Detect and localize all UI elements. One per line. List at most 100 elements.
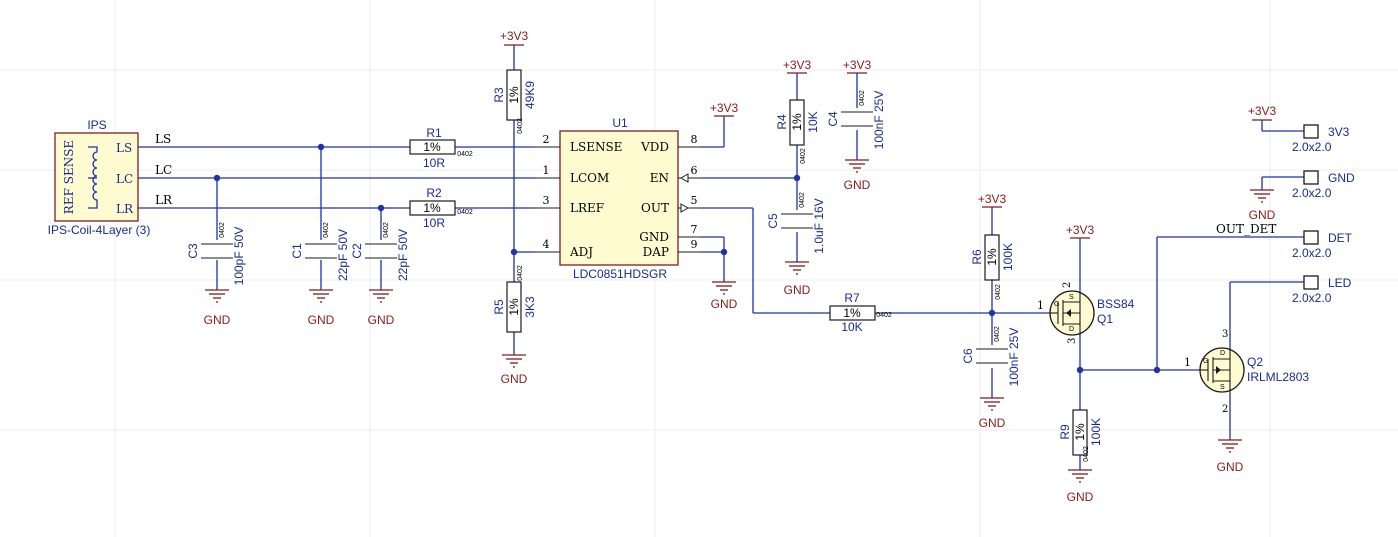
capacitor-c1[interactable]: C1 22pF 50V 0402: [290, 222, 350, 290]
resistor-r6[interactable]: 1% R6 100K 0402: [970, 234, 1015, 300]
mosfet-q1[interactable]: G S D 1 2 3 BSS84 Q1: [1037, 282, 1135, 344]
ground-label: GND: [501, 372, 528, 386]
power-port-3v3[interactable]: +3V3: [978, 192, 1007, 208]
r9-pkg: 0402: [1083, 446, 1090, 462]
c2-value: 22pF 50V: [396, 229, 410, 281]
mosfet-q2[interactable]: G D S 1 3 2 Q2 IRLML2803: [1184, 329, 1309, 415]
capacitor-c3[interactable]: C3 100pF 50V 0402: [186, 222, 246, 290]
ground-label: GND: [979, 416, 1006, 430]
r7-value: 10K: [841, 320, 862, 334]
ground-label: GND: [1067, 490, 1094, 504]
resistor-r4[interactable]: 1% R4 10K 0402: [775, 99, 820, 164]
c5-value: 1.0uF 16V: [812, 198, 826, 253]
ground-port[interactable]: GND: [711, 281, 738, 311]
c5-pkg: 0402: [799, 192, 806, 208]
u1-pin-out: OUT: [641, 201, 669, 215]
r6-ref: R6: [970, 249, 984, 265]
r7-ref: R7: [844, 291, 860, 305]
resistor-r9[interactable]: 1% R9 100K 0402: [1058, 409, 1103, 462]
power-port-3v3[interactable]: +3V3: [843, 58, 872, 74]
resistor-r7[interactable]: 1% R7 10K 0402: [829, 291, 892, 334]
r3-ref: R3: [492, 87, 506, 103]
c6-value: 100nF 25V: [1007, 328, 1021, 387]
test-pad-led[interactable]: LED 2.0x2.0: [1292, 275, 1352, 305]
ground-port[interactable]: GND: [501, 354, 528, 386]
u1-pin-num: 4: [543, 238, 550, 251]
pad-name: 3V3: [1328, 125, 1350, 139]
resistor-r2[interactable]: 1% R2 10R 0402: [409, 186, 473, 230]
c4-pkg: 0402: [859, 90, 866, 106]
r1-value: 10R: [423, 156, 445, 170]
test-pad-det[interactable]: DET 2.0x2.0: [1292, 230, 1353, 260]
capacitor-c6[interactable]: C6 100nF 25V 0402: [961, 326, 1021, 386]
power-port-3v3[interactable]: +3V3: [783, 58, 812, 74]
u1-pin-num: 6: [691, 164, 698, 177]
net-label-lr: LR: [155, 193, 173, 207]
ips-designator: IPS: [87, 118, 106, 132]
junction-dot: [377, 204, 385, 212]
net-wires: [138, 45, 1304, 470]
r5-pkg: 0402: [517, 265, 524, 281]
ground-label: GND: [368, 313, 395, 327]
power-port-3v3[interactable]: +3V3: [710, 101, 739, 117]
input-arrow-icon: [679, 173, 689, 183]
ground-label: GND: [1249, 208, 1276, 222]
u1-pin-dap: DAP: [643, 245, 669, 259]
ground-label: GND: [204, 313, 231, 327]
resistor-r1[interactable]: 1% R1 10R 0402: [409, 126, 473, 170]
u1-pin-en: EN: [650, 171, 669, 185]
q1-s-label: S: [1069, 294, 1074, 301]
ground-port[interactable]: GND: [1249, 189, 1276, 222]
power-label: +3V3: [710, 101, 739, 115]
power-port-3v3[interactable]: +3V3: [500, 29, 529, 46]
ground-port[interactable]: GND: [784, 261, 811, 297]
r2-tol: 1%: [423, 201, 441, 215]
ips-comment: IPS-Coil-4Layer (3): [48, 223, 151, 237]
resistor-r3[interactable]: 1% R3 49K9 0402: [492, 69, 537, 134]
q2-pin-num: 2: [1222, 404, 1228, 415]
u1-pin-num: 8: [691, 133, 698, 146]
r3-value: 49K9: [523, 81, 537, 109]
resistor-r5[interactable]: 1% R5 3K3 0402: [492, 265, 537, 333]
ground-port[interactable]: GND: [1067, 469, 1094, 504]
power-label: +3V3: [1066, 223, 1095, 237]
ground-port[interactable]: GND: [368, 289, 395, 327]
r7-pkg: 0402: [876, 312, 892, 319]
ground-port[interactable]: GND: [979, 397, 1006, 430]
test-pad-3v3[interactable]: 3V3 2.0x2.0: [1292, 124, 1350, 154]
u1-pin-lcom: LCOM: [570, 171, 609, 185]
ips-coil-component[interactable]: IPS IPS-Coil-4Layer (3) REF SENSE LS LC …: [48, 118, 173, 237]
test-pad-gnd[interactable]: GND 2.0x2.0: [1292, 170, 1355, 200]
r6-tol: 1%: [985, 248, 999, 266]
junction-dot: [1076, 366, 1084, 374]
c3-value: 100pF 50V: [232, 227, 246, 286]
r6-value: 100K: [1001, 243, 1015, 271]
c3-ref: C3: [186, 243, 200, 259]
u1-pin-vdd: VDD: [640, 140, 669, 154]
c2-ref: C2: [350, 243, 364, 259]
q1-g-label: G: [1054, 301, 1059, 308]
ground-port[interactable]: GND: [204, 289, 231, 327]
c5-ref: C5: [766, 213, 780, 229]
power-port-3v3[interactable]: +3V3: [1248, 104, 1277, 121]
u1-pin-num: 3: [543, 194, 550, 207]
power-port-3v3[interactable]: +3V3: [1066, 223, 1095, 239]
c1-pkg: 0402: [323, 222, 330, 238]
ground-port[interactable]: GND: [1217, 439, 1244, 474]
ground-port[interactable]: GND: [844, 159, 871, 192]
r5-value: 3K3: [523, 296, 537, 318]
capacitor-c5[interactable]: C5 1.0uF 16V 0402: [766, 192, 826, 254]
ground-label: GND: [844, 178, 871, 192]
u1-ldc0851[interactable]: U1 LDC0851HDSGR 2 1 3 4 LSENSE LCOM LREF…: [535, 116, 700, 281]
pad-name: DET: [1328, 231, 1353, 245]
capacitor-c2[interactable]: C2 22pF 50V 0402: [350, 222, 410, 290]
pad-name: GND: [1328, 171, 1355, 185]
q1-ref: Q1: [1097, 312, 1113, 326]
ground-port[interactable]: GND: [308, 289, 335, 327]
capacitor-c4[interactable]: C4 100nF 25V 0402: [826, 90, 886, 149]
power-label: +3V3: [500, 29, 529, 43]
r5-tol: 1%: [507, 298, 521, 316]
r7-tol: 1%: [843, 306, 861, 320]
r3-tol: 1%: [507, 86, 521, 104]
c4-value: 100nF 25V: [872, 91, 886, 150]
